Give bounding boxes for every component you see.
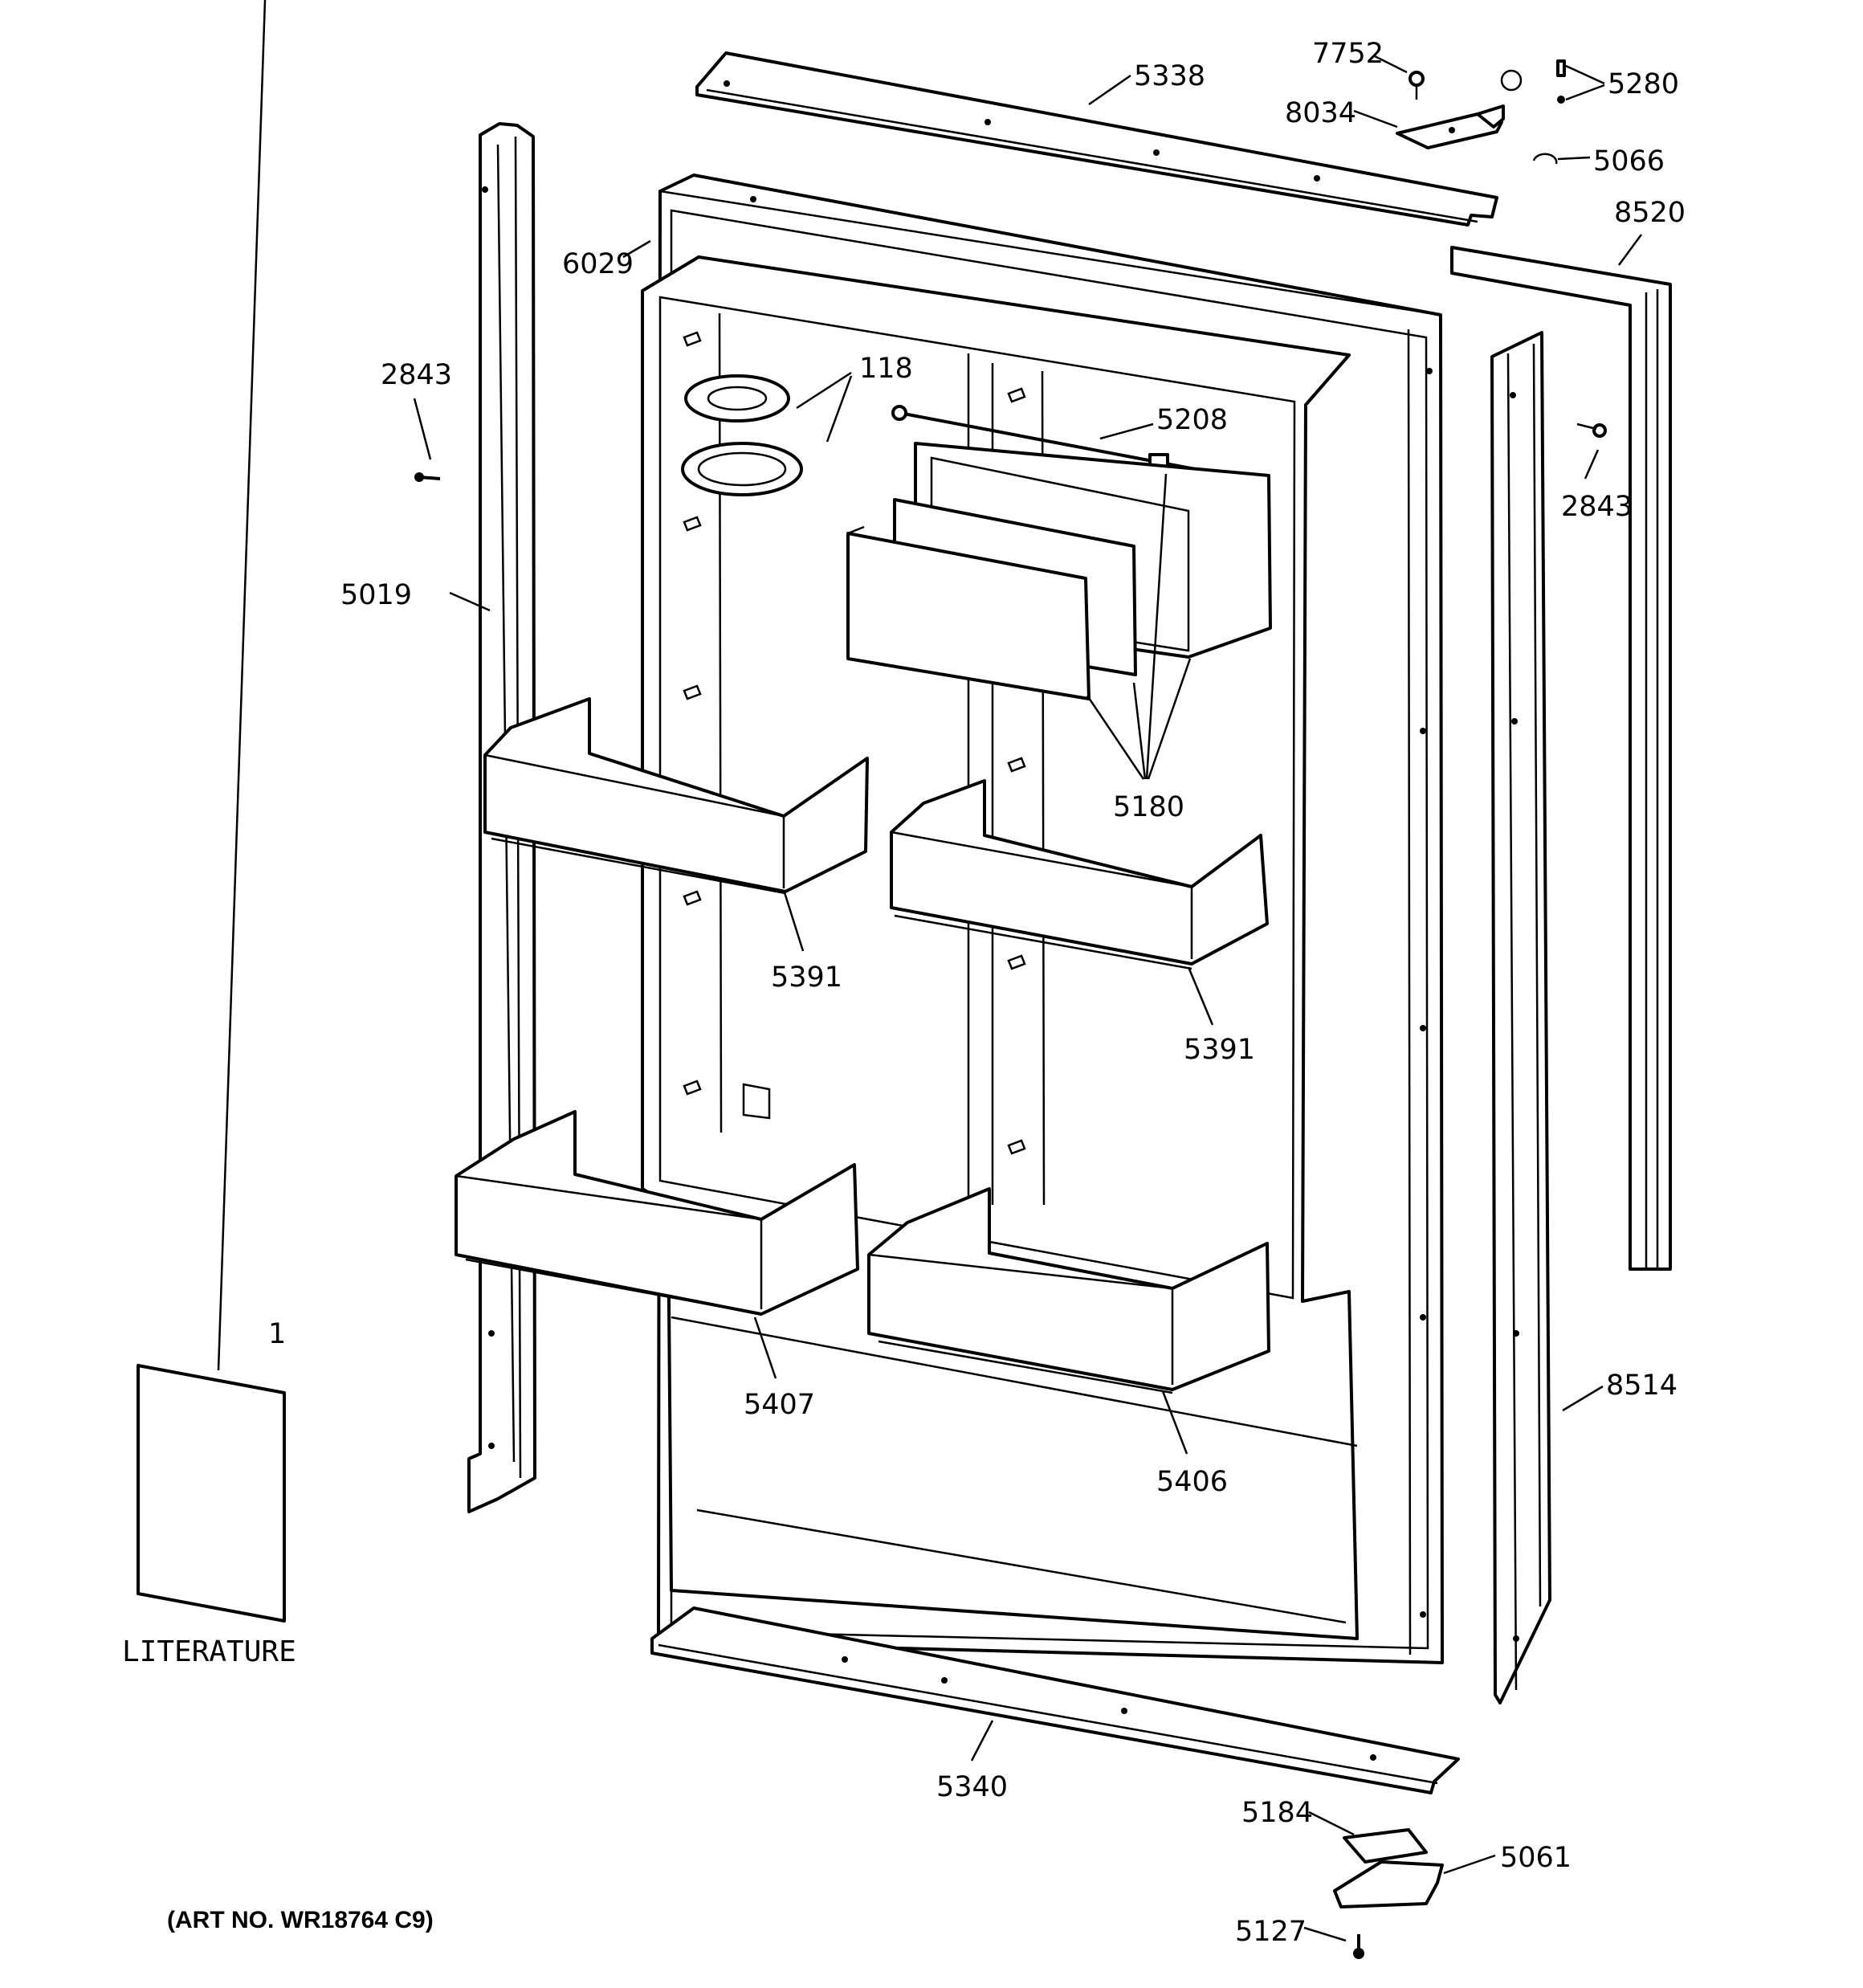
label-5180: 5180 [1113, 791, 1184, 823]
label-2843-right: 2843 [1561, 491, 1633, 523]
label-5340: 5340 [936, 1771, 1008, 1803]
bottom-trim-5340 [650, 1606, 1460, 1794]
side-trim-8514 [1490, 331, 1551, 1704]
label-1: 1 [268, 1318, 286, 1350]
label-8514: 8514 [1606, 1370, 1678, 1402]
label-8034: 8034 [1285, 97, 1356, 129]
door-gasket-8520 [1450, 246, 1672, 1271]
label-5280: 5280 [1608, 68, 1679, 100]
label-7752: 7752 [1312, 38, 1384, 70]
screw-5127-icon [1353, 1934, 1364, 1959]
leader-lines [217, 0, 1643, 1942]
door-bin-5391-left [483, 697, 869, 895]
label-6029: 6029 [562, 248, 634, 280]
label-5066: 5066 [1593, 145, 1665, 178]
label-8520: 8520 [1614, 197, 1686, 229]
label-5184: 5184 [1241, 1797, 1313, 1829]
top-trim-5338 [695, 51, 1498, 227]
label-5391-left: 5391 [771, 961, 842, 994]
label-5406: 5406 [1156, 1466, 1228, 1498]
part-labels: 5338 7752 8034 5280 5066 8520 6029 2843 … [268, 38, 1686, 1948]
art-number: (ART NO. WR18764 C9) [167, 1907, 434, 1933]
label-5019: 5019 [340, 579, 412, 611]
hinge-5061 [1333, 1860, 1444, 1908]
bracket-5184 [1343, 1828, 1428, 1863]
label-118: 118 [859, 353, 913, 385]
screw-7752-icon [1408, 71, 1425, 100]
label-5208: 5208 [1156, 404, 1228, 436]
label-5338: 5338 [1134, 60, 1205, 92]
label-5407: 5407 [744, 1389, 815, 1421]
label-5061: 5061 [1500, 1842, 1572, 1874]
hinge-8034 [1396, 69, 1523, 149]
label-5391-right: 5391 [1184, 1034, 1255, 1066]
label-5127: 5127 [1235, 1916, 1307, 1948]
clip-5066-icon [1532, 153, 1558, 165]
door-bin-5407 [455, 1110, 859, 1316]
door-bin-5406 [867, 1187, 1270, 1394]
screw-2843-left-icon [414, 472, 441, 482]
screw-2843-right-icon [1576, 423, 1607, 438]
door-bin-5391-right [890, 779, 1269, 970]
dairy-compartment [846, 405, 1272, 700]
literature-booklet [137, 1364, 286, 1623]
literature-label: LITERATURE [122, 1635, 296, 1668]
label-2843-left: 2843 [381, 359, 452, 391]
cover-118 [681, 374, 803, 496]
pins-5280-icon [1556, 59, 1566, 104]
